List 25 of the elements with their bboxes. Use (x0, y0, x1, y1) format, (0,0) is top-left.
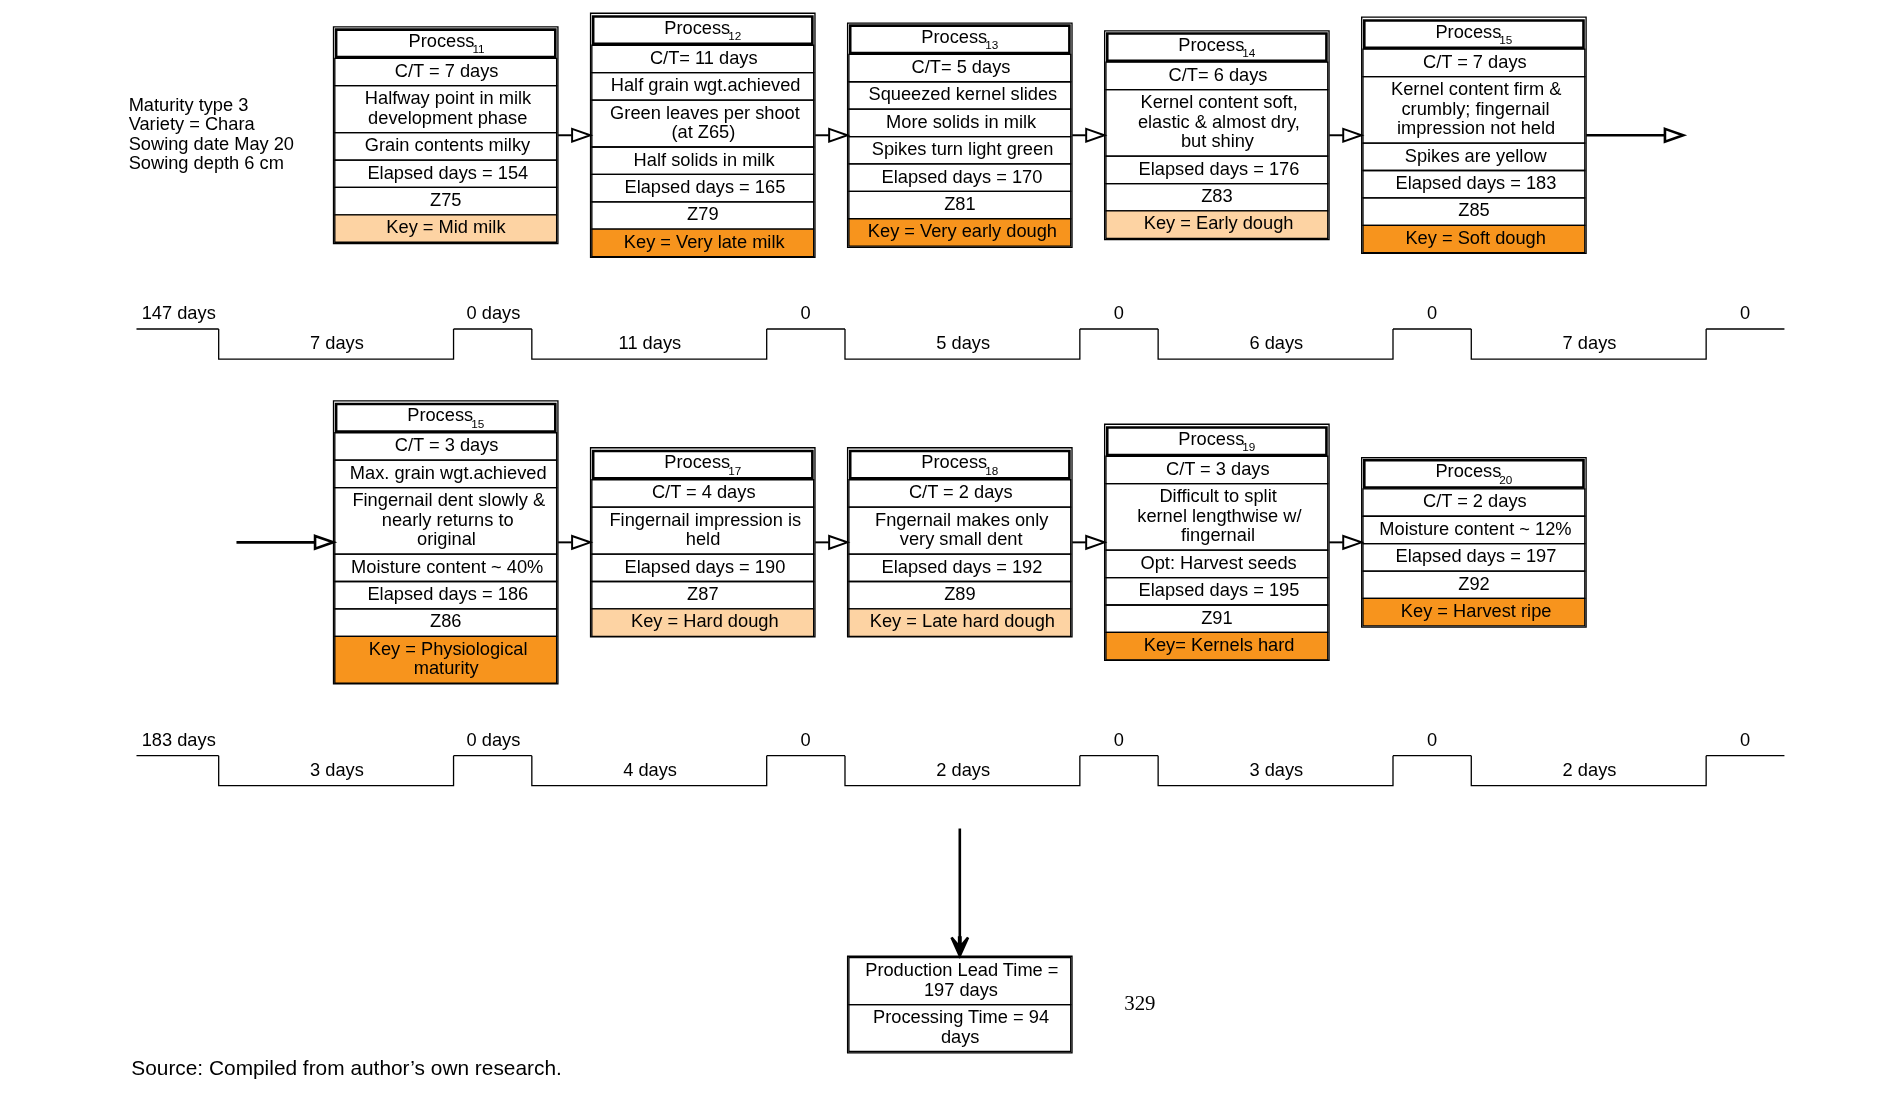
label: 5 days (936, 331, 991, 353)
label: 0 days (466, 301, 521, 323)
label: 2 days (936, 758, 991, 780)
label: 0 (800, 301, 811, 323)
label: 147 days (141, 301, 216, 323)
label: 0 (800, 728, 811, 750)
label: Maturity type 3 (128, 93, 249, 115)
label: 3 days (310, 758, 364, 780)
label: 0 (1740, 301, 1751, 323)
label: 0 (1740, 728, 1751, 750)
label: 3 days (1249, 758, 1304, 780)
label: 7 days (310, 331, 364, 353)
label: 11 days (618, 331, 682, 353)
label: 0 (1426, 301, 1438, 323)
label: 329 (1124, 990, 1156, 1015)
caption: Source: Compiled from author’s own research. (131, 1055, 562, 1079)
label: 4 days (623, 758, 677, 780)
label: 183 days (141, 728, 216, 750)
label: 0 (1113, 301, 1124, 323)
label: 0 (1113, 728, 1124, 750)
label: 6 days (1249, 331, 1304, 353)
label: 0 (1426, 728, 1438, 750)
label: 7 days (1562, 331, 1617, 353)
label: 2 days (1562, 758, 1617, 780)
label: 0 days (466, 728, 521, 750)
